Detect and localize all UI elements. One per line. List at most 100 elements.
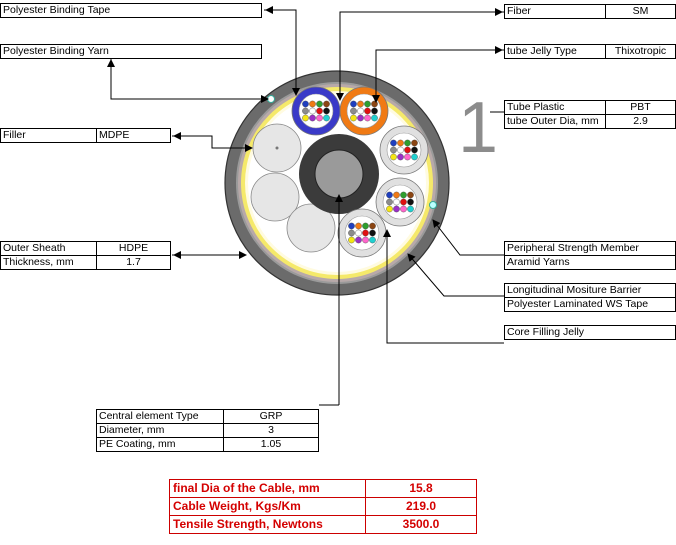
fiber (369, 236, 376, 244)
fiber (316, 114, 323, 122)
pe-coating-value: 1.05 (223, 437, 319, 452)
fiber (323, 100, 330, 108)
summary-label-2: Tensile Strength, Newtons (169, 515, 366, 534)
fiber (302, 100, 309, 108)
thickness-label: Thickness, mm (0, 255, 97, 270)
fiber (323, 114, 330, 122)
fiber (390, 153, 397, 161)
fiber-value: SM (605, 4, 676, 19)
fiber (348, 222, 355, 230)
binding-yarn-label: Polyester Binding Yarn (0, 44, 262, 59)
fiber (371, 100, 378, 108)
fiber (411, 139, 418, 147)
fiber (350, 100, 357, 108)
central-dia-label: Diameter, mm (96, 423, 224, 438)
summary-value-2: 3500.0 (365, 515, 477, 534)
fiber (393, 198, 400, 206)
loose-tubes (291, 86, 429, 258)
binding-tape-label: Polyester Binding Tape (0, 3, 262, 18)
ws-tape-label: Polyester Laminated WS Tape (504, 297, 676, 312)
fiber (364, 107, 371, 115)
fiber (386, 198, 393, 206)
fiber (390, 146, 397, 154)
fiber (407, 205, 414, 213)
filler-1-center (275, 146, 279, 150)
fiber (323, 107, 330, 115)
fiber (309, 100, 316, 108)
fiber (404, 146, 411, 154)
fiber (357, 107, 364, 115)
fiber (404, 139, 411, 147)
tube-count-number: 1 (458, 88, 499, 168)
fiber (390, 139, 397, 147)
fiber (371, 114, 378, 122)
tube-plastic-label: Tube Plastic (504, 100, 606, 115)
fiber (397, 146, 404, 154)
fiber (355, 236, 362, 244)
fiber (355, 222, 362, 230)
fiber (386, 205, 393, 213)
central-element-grp (314, 149, 364, 199)
fiber (397, 153, 404, 161)
fiber (350, 107, 357, 115)
tube-jelly-value: Thixotropic (605, 44, 676, 59)
central-dia-value: 3 (223, 423, 319, 438)
fiber (364, 114, 371, 122)
fiber (362, 222, 369, 230)
fiber (309, 107, 316, 115)
aramid-yarn-mark-2 (429, 201, 437, 209)
fiber (348, 229, 355, 237)
core-filling-jelly-label: Core Filling Jelly (504, 325, 676, 340)
aramid-yarn-mark (267, 95, 275, 103)
fiber (400, 198, 407, 206)
fiber (316, 100, 323, 108)
summary-value-0: 15.8 (365, 479, 477, 498)
fiber (393, 191, 400, 199)
filler-label: Filler (0, 128, 97, 143)
outer-sheath-value: HDPE (96, 241, 171, 256)
fiber (369, 222, 376, 230)
peripheral-strength-label: Peripheral Strength Member (504, 241, 676, 256)
tube-plastic-value: PBT (605, 100, 676, 115)
fiber (362, 236, 369, 244)
tube-jelly-label: tube Jelly Type (504, 44, 606, 59)
summary-label-1: Cable Weight, Kgs/Km (169, 497, 366, 516)
fiber (393, 205, 400, 213)
tube-dia-value: 2.9 (605, 114, 676, 129)
leader-lines (107, 6, 504, 406)
fiber (302, 114, 309, 122)
filler-value: MDPE (96, 128, 171, 143)
central-type-value: GRP (223, 409, 319, 424)
outer-sheath-label: Outer Sheath (0, 241, 97, 256)
fiber (386, 191, 393, 199)
fiber (404, 153, 411, 161)
fiber (309, 114, 316, 122)
fiber-label: Fiber (504, 4, 606, 19)
pe-coating-label: PE Coating, mm (96, 437, 224, 452)
fiber (407, 191, 414, 199)
fiber (357, 100, 364, 108)
fiber (411, 153, 418, 161)
fiber (350, 114, 357, 122)
moisture-barrier-label: Longitudinal Mositure Barrier (504, 283, 676, 298)
fiber (316, 107, 323, 115)
fiber (400, 191, 407, 199)
fiber (302, 107, 309, 115)
thickness-value: 1.7 (96, 255, 171, 270)
summary-label-0: final Dia of the Cable, mm (169, 479, 366, 498)
fiber (411, 146, 418, 154)
fiber (357, 114, 364, 122)
fiber (371, 107, 378, 115)
fiber (362, 229, 369, 237)
fiber (364, 100, 371, 108)
fiber (397, 139, 404, 147)
filler-3 (286, 203, 336, 253)
fiber (348, 236, 355, 244)
fiber (407, 198, 414, 206)
summary-value-1: 219.0 (365, 497, 477, 516)
aramid-yarns-label: Aramid Yarns (504, 255, 676, 270)
fiber (400, 205, 407, 213)
fiber (355, 229, 362, 237)
tube-dia-label: tube Outer Dia, mm (504, 114, 606, 129)
